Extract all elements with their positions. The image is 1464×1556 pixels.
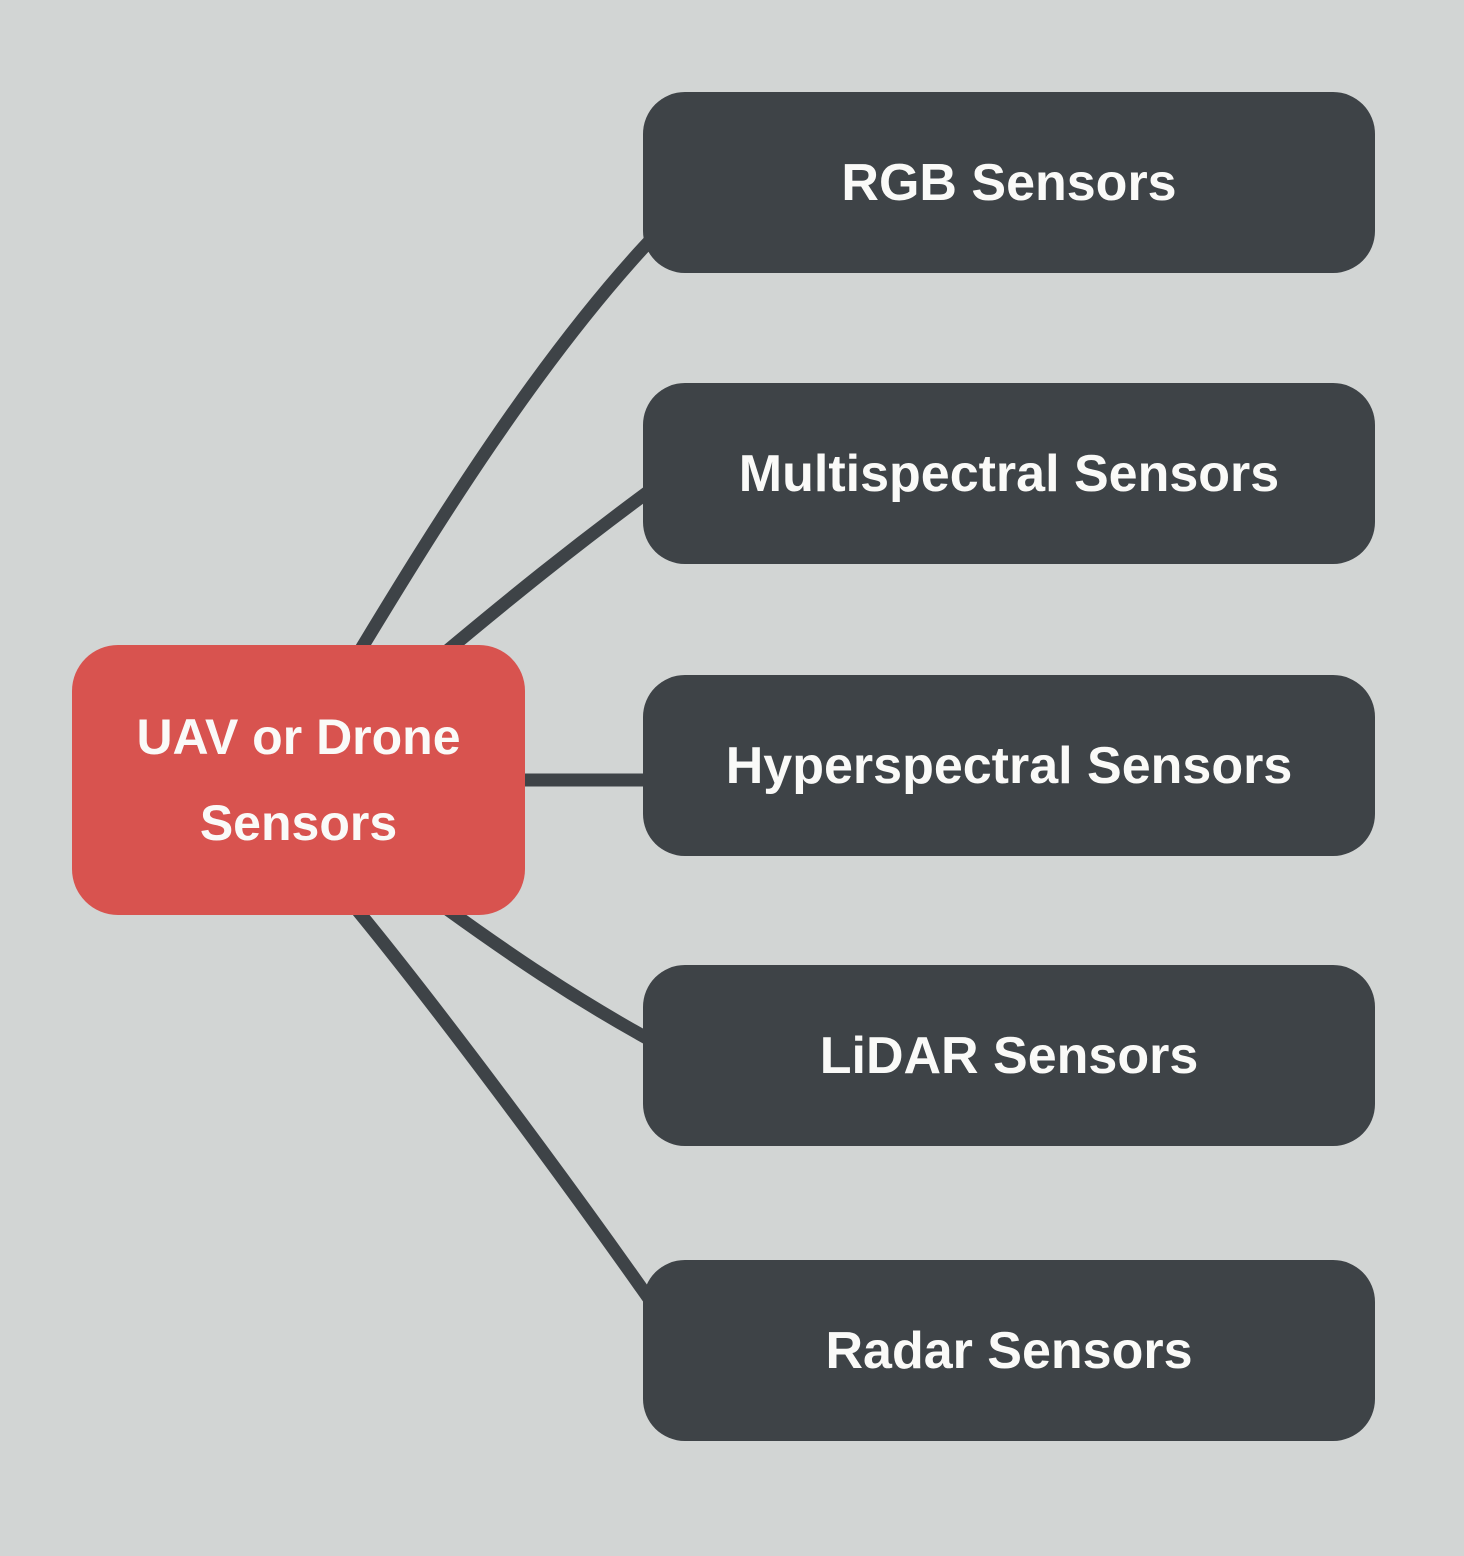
root-node-label: UAV or Drone Sensors: [136, 709, 461, 851]
child-node-multispectral-sensors: Multispectral Sensors: [643, 383, 1375, 564]
child-node-radar-sensors: Radar Sensors: [643, 1260, 1375, 1441]
child-node-label: Multispectral Sensors: [738, 444, 1280, 503]
connector-multispectral-sensors: [440, 482, 659, 658]
connector-lidar-sensors: [440, 902, 659, 1048]
root-node-uav-drone-sensors: UAV or Drone Sensors: [72, 645, 525, 915]
child-node-label: Hyperspectral Sensors: [725, 736, 1293, 795]
child-node-hyperspectral-sensors: Hyperspectral Sensors: [643, 675, 1375, 856]
child-node-label: RGB Sensors: [841, 153, 1177, 212]
child-node-lidar-sensors: LiDAR Sensors: [643, 965, 1375, 1146]
connector-rgb-sensors: [351, 223, 667, 661]
child-node-rgb-sensors: RGB Sensors: [643, 92, 1375, 273]
connector-radar-sensors: [351, 904, 659, 1310]
child-node-label: Radar Sensors: [825, 1321, 1193, 1380]
child-node-label: LiDAR Sensors: [819, 1026, 1199, 1085]
